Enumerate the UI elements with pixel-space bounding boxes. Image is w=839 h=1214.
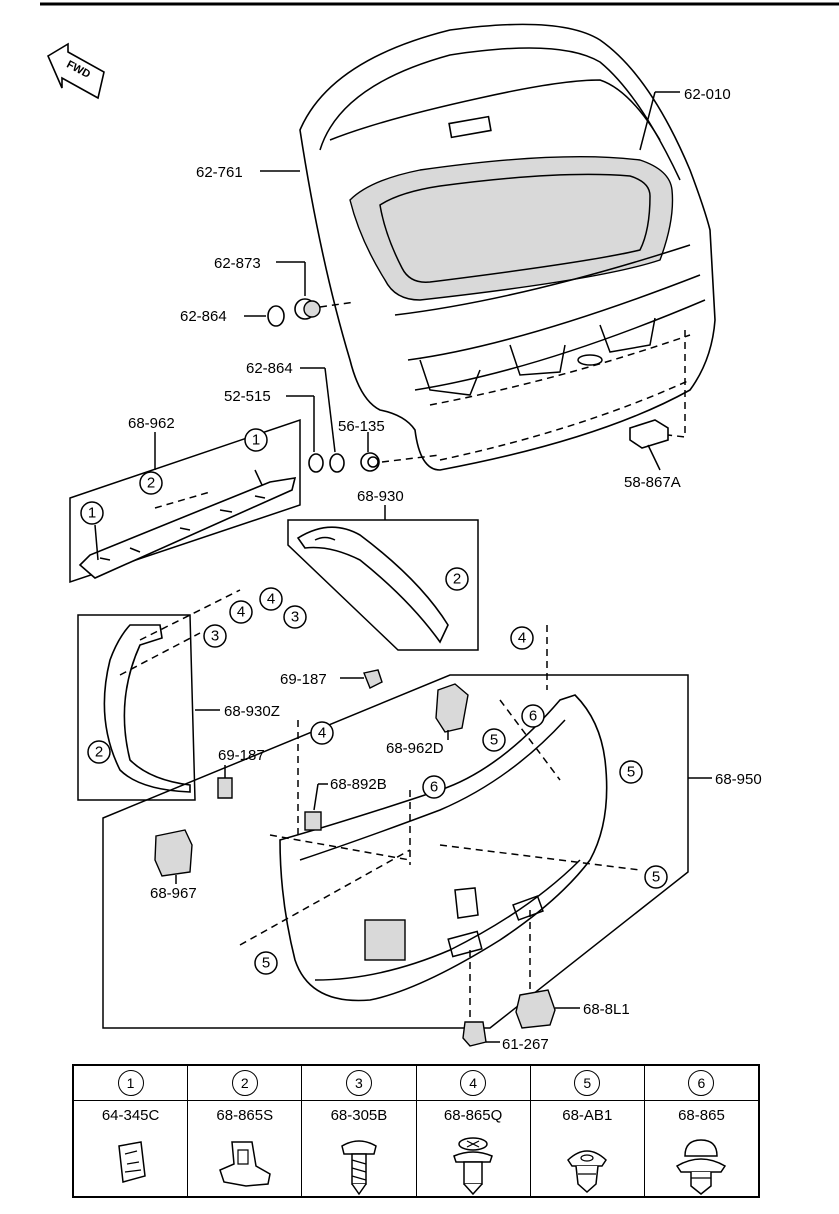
svg-text:6: 6 <box>529 708 537 725</box>
legend-number: 5 <box>574 1070 601 1096</box>
gas-strut-mount <box>244 261 356 327</box>
label-62-864: 62-864 <box>180 308 227 325</box>
bracket-58-867a <box>629 330 686 471</box>
fastener-legend-table: 1 64-345C 2 68-865S 3 68-305B 4 68-865Q <box>72 1064 760 1198</box>
legend-number: 3 <box>345 1070 372 1096</box>
callout-4: 4 <box>510 626 534 650</box>
legend-code: 64-345C <box>101 1107 160 1124</box>
pad-68-8l1 <box>515 989 580 1029</box>
callout-5: 5 <box>254 951 278 975</box>
legend-number: 1 <box>117 1070 144 1096</box>
svg-text:4: 4 <box>237 604 245 621</box>
bracket-68-962d <box>435 683 469 740</box>
label-69-187: 69-187 <box>218 747 265 764</box>
svg-text:2: 2 <box>453 571 461 588</box>
svg-text:4: 4 <box>518 630 526 647</box>
svg-text:2: 2 <box>147 475 155 492</box>
legend-cell: 4 68-865Q <box>416 1066 531 1196</box>
label-68-930: 68-930 <box>357 488 404 505</box>
legend-number: 4 <box>460 1070 487 1096</box>
clip-61-267 <box>462 1021 500 1047</box>
svg-text:6: 6 <box>430 779 438 796</box>
box-68-930 <box>287 505 479 651</box>
pad-68-892b <box>304 783 328 831</box>
clip-icon <box>117 1141 146 1183</box>
label-52-515: 52-515 <box>224 388 271 405</box>
label-62-873: 62-873 <box>214 255 261 272</box>
legend-code: 68-865S <box>216 1107 274 1124</box>
legend-cell: 2 68-865S <box>188 1066 303 1196</box>
label-68-962: 68-962 <box>128 415 175 432</box>
screw-icon <box>453 1137 494 1196</box>
box-68-930z <box>77 589 241 801</box>
label-61-267: 61-267 <box>502 1036 549 1053</box>
callout-1: 1 <box>80 501 104 525</box>
legend-cell: 3 68-305B <box>302 1066 417 1196</box>
label-68-892b: 68-892B <box>330 776 387 793</box>
fwd-arrow-icon: FWD <box>46 42 105 100</box>
svg-text:3: 3 <box>211 628 219 645</box>
callout-2: 2 <box>87 740 111 764</box>
svg-text:1: 1 <box>88 505 96 522</box>
callout-4: 4 <box>310 721 334 745</box>
callout-5: 5 <box>619 760 643 784</box>
callout-6: 6 <box>422 775 446 799</box>
svg-text:2: 2 <box>95 744 103 761</box>
callout-2: 2 <box>445 567 469 591</box>
callout-2: 2 <box>139 471 163 495</box>
callout-5: 5 <box>644 865 668 889</box>
stopper-parts <box>286 367 441 473</box>
legend-cell: 6 68-865 <box>644 1066 759 1196</box>
liftgate-panel <box>260 23 716 471</box>
svg-text:5: 5 <box>652 869 660 886</box>
label-62-010: 62-010 <box>684 86 731 103</box>
label-56-135: 56-135 <box>338 418 385 435</box>
svg-text:5: 5 <box>490 732 498 749</box>
push-clip-icon <box>676 1139 727 1195</box>
callout-3: 3 <box>203 624 227 648</box>
svg-text:5: 5 <box>262 955 270 972</box>
callout-4: 4 <box>229 600 253 624</box>
svg-text:1: 1 <box>252 432 260 449</box>
legend-code: 68-865Q <box>443 1107 503 1124</box>
legend-number: 6 <box>688 1070 715 1096</box>
label-68-8l1: 68-8L1 <box>583 1001 630 1018</box>
label-62-761: 62-761 <box>196 164 243 181</box>
legend-code: 68-865 <box>678 1107 725 1124</box>
grommet-icon <box>567 1150 608 1194</box>
legend-code: 68-305B <box>330 1107 388 1124</box>
legend-number: 2 <box>231 1070 258 1096</box>
legend-cell: 5 68-AB1 <box>530 1066 645 1196</box>
svg-text:4: 4 <box>318 725 326 742</box>
label-69-187: 69-187 <box>280 671 327 688</box>
label-58-867a: 58-867A <box>624 474 681 491</box>
label-68-962d: 68-962D <box>386 740 444 757</box>
label-68-950: 68-950 <box>715 771 762 788</box>
callout-6: 6 <box>521 704 545 728</box>
label-68-967: 68-967 <box>150 885 197 902</box>
clip-69-187-b <box>217 765 233 799</box>
box-68-962 <box>69 418 301 584</box>
box-68-950 <box>102 625 712 1035</box>
clip-icon <box>218 1141 271 1187</box>
callout-1: 1 <box>244 428 268 452</box>
svg-text:5: 5 <box>627 764 635 781</box>
svg-text:3: 3 <box>291 609 299 626</box>
callout-4: 4 <box>259 587 283 611</box>
clip-69-187-a <box>340 669 383 689</box>
label-68-930z: 68-930Z <box>224 703 280 720</box>
callout-5: 5 <box>482 728 506 752</box>
legend-code: 68-AB1 <box>562 1107 613 1124</box>
svg-text:4: 4 <box>267 591 275 608</box>
screw-icon <box>341 1140 377 1196</box>
bracket-68-967 <box>154 829 193 884</box>
label-62-864: 62-864 <box>246 360 293 377</box>
callout-3: 3 <box>283 605 307 629</box>
legend-cell: 1 64-345C <box>74 1066 189 1196</box>
